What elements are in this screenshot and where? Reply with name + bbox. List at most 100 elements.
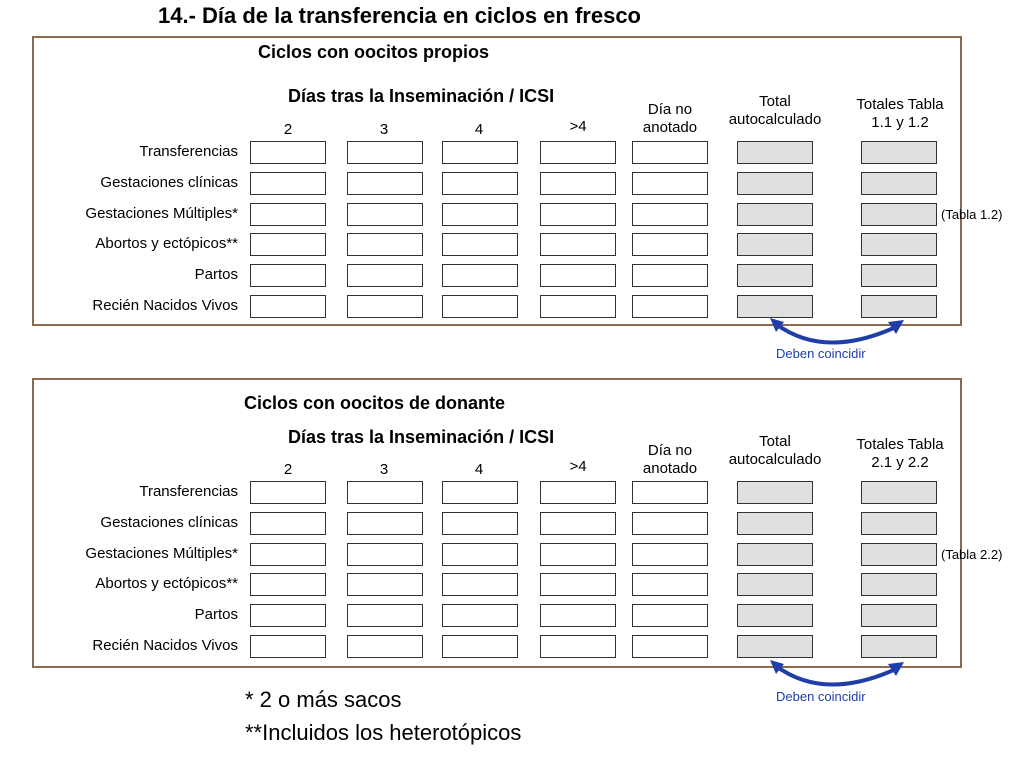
section-1-subtitle: Ciclos con oocitos propios <box>258 42 490 62</box>
cell-day-2[interactable] <box>250 481 326 504</box>
cell-total <box>737 542 813 566</box>
cell-day-2[interactable] <box>250 604 326 628</box>
col-totales-line2: 2.1 y 2.2 <box>871 454 929 471</box>
cell-total <box>737 604 813 628</box>
cell-day-gt4[interactable] <box>540 295 616 318</box>
cell-total <box>737 171 813 195</box>
cell-total <box>737 264 813 288</box>
cell-day-3[interactable] <box>347 542 423 566</box>
col-day-unrecorded-line2: anotado <box>642 460 698 477</box>
cell-day-4[interactable] <box>442 511 518 535</box>
row-label: Transferencias <box>139 143 238 160</box>
cell-day-4[interactable] <box>442 481 518 504</box>
cell-day-unrecorded[interactable] <box>632 264 708 288</box>
cell-day-2[interactable] <box>250 171 326 195</box>
cell-day-gt4[interactable] <box>540 171 616 195</box>
col-totales-tabla-1: Totales Tabla 1.1 y 1.2 <box>856 96 943 132</box>
cell-totales-tabla <box>861 141 937 164</box>
cell-day-unrecorded[interactable] <box>632 573 708 597</box>
cell-day-unrecorded[interactable] <box>632 604 708 628</box>
cell-day-unrecorded[interactable] <box>632 233 708 257</box>
cell-day-3[interactable] <box>347 511 423 535</box>
col-totales-line1: Totales Tabla <box>856 436 944 453</box>
cell-day-4[interactable] <box>442 635 518 658</box>
cell-day-gt4[interactable] <box>540 635 616 658</box>
cell-day-unrecorded[interactable] <box>632 511 708 535</box>
cell-total <box>737 202 813 226</box>
cell-day-3[interactable] <box>347 141 423 164</box>
cell-day-4[interactable] <box>442 604 518 628</box>
cell-day-2[interactable] <box>250 635 326 658</box>
cell-totales-tabla <box>861 511 937 535</box>
cell-day-3[interactable] <box>347 171 423 195</box>
col-totales-line1: Totales Tabla <box>856 96 944 113</box>
row-label: Gestaciones clínicas <box>100 513 238 531</box>
cell-day-gt4[interactable] <box>540 141 616 164</box>
cell-day-gt4[interactable] <box>540 573 616 597</box>
cell-day-2[interactable] <box>250 573 326 597</box>
cell-total <box>737 233 813 257</box>
cell-day-3[interactable] <box>347 233 423 257</box>
col-total-line2: autocalculado <box>728 111 822 128</box>
col-total: Total autocalculado <box>729 433 822 469</box>
row-label: Recién Nacidos Vivos <box>92 297 238 314</box>
cell-day-2[interactable] <box>250 542 326 566</box>
cell-day-gt4[interactable] <box>540 511 616 535</box>
cell-day-4[interactable] <box>442 233 518 257</box>
cell-day-unrecorded[interactable] <box>632 295 708 318</box>
cell-day-3[interactable] <box>347 635 423 658</box>
cell-day-unrecorded[interactable] <box>632 542 708 566</box>
cell-day-4[interactable] <box>442 295 518 318</box>
cell-totales-tabla <box>861 264 937 288</box>
section-2-days-header: Días tras la Inseminación / ICSI <box>288 427 555 447</box>
cell-day-unrecorded[interactable] <box>632 202 708 226</box>
col-day-3: 3 <box>379 121 389 138</box>
cell-total <box>737 295 813 318</box>
cell-total <box>737 141 813 164</box>
cell-day-3[interactable] <box>347 604 423 628</box>
cell-total <box>737 511 813 535</box>
cell-day-unrecorded[interactable] <box>632 171 708 195</box>
row-label: Gestaciones Múltiples* <box>85 204 238 222</box>
cell-day-4[interactable] <box>442 542 518 566</box>
cell-day-4[interactable] <box>442 264 518 288</box>
col-day-gt4: >4 <box>569 458 587 475</box>
col-day-unrecorded-line2: anotado <box>642 119 698 136</box>
col-total-line2: autocalculado <box>728 451 822 468</box>
cell-day-2[interactable] <box>250 233 326 257</box>
cell-day-unrecorded[interactable] <box>632 635 708 658</box>
page-title: 14.- Día de la transferencia en ciclos e… <box>158 3 641 28</box>
cell-total <box>737 573 813 597</box>
cell-day-4[interactable] <box>442 171 518 195</box>
cell-day-2[interactable] <box>250 202 326 226</box>
cell-day-gt4[interactable] <box>540 202 616 226</box>
cell-day-3[interactable] <box>347 295 423 318</box>
cell-day-4[interactable] <box>442 141 518 164</box>
cell-day-gt4[interactable] <box>540 264 616 288</box>
row-label: Partos <box>194 266 238 284</box>
cell-day-3[interactable] <box>347 573 423 597</box>
cell-day-unrecorded[interactable] <box>632 141 708 164</box>
cell-day-gt4[interactable] <box>540 481 616 504</box>
cell-day-3[interactable] <box>347 202 423 226</box>
col-total-line1: Total <box>759 93 791 110</box>
cell-day-2[interactable] <box>250 295 326 318</box>
cell-day-2[interactable] <box>250 264 326 288</box>
cell-day-4[interactable] <box>442 573 518 597</box>
cell-day-gt4[interactable] <box>540 542 616 566</box>
cell-day-2[interactable] <box>250 141 326 164</box>
col-day-unrecorded-line1: Día no <box>647 101 693 118</box>
col-day-unrecorded-line1: Día no <box>647 442 693 459</box>
row-label: Abortos y ectópicos** <box>95 235 238 253</box>
cell-day-gt4[interactable] <box>540 604 616 628</box>
row-label: Abortos y ectópicos** <box>95 575 238 593</box>
cell-totales-tabla <box>861 542 937 566</box>
col-day-gt4: >4 <box>569 118 587 135</box>
cell-day-2[interactable] <box>250 511 326 535</box>
cell-day-unrecorded[interactable] <box>632 481 708 504</box>
cell-totales-tabla <box>861 481 937 504</box>
cell-day-3[interactable] <box>347 264 423 288</box>
cell-day-3[interactable] <box>347 481 423 504</box>
cell-day-gt4[interactable] <box>540 233 616 257</box>
cell-day-4[interactable] <box>442 202 518 226</box>
